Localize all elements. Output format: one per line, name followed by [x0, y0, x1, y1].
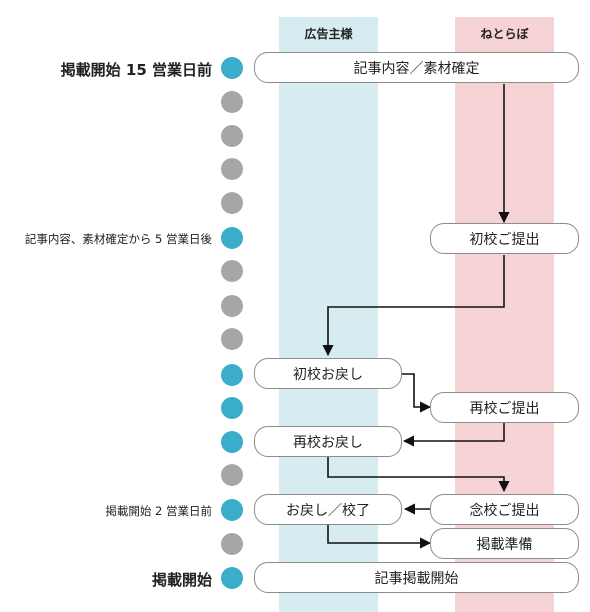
timeline-dot-5 — [221, 192, 243, 214]
timeline-dot-14 — [221, 499, 243, 521]
timeline-dot-6 — [221, 227, 243, 249]
timeline-dot-16 — [221, 567, 243, 589]
netorabo-column-header: ねとらぼ — [480, 27, 529, 41]
arrow-first-submit-to-first-return — [322, 255, 505, 357]
arrow-first-return-to-second-submit — [402, 373, 432, 413]
timeline-dot-2 — [221, 91, 243, 113]
timeline-dot-10 — [221, 364, 243, 386]
step-first-return: 初校お戻し — [254, 358, 402, 389]
step-return-final: お戻し／校了 — [254, 494, 402, 525]
timeline-dot-4 — [221, 158, 243, 180]
advertiser-column-header: 広告主様 — [304, 27, 353, 41]
timeline-dot-7 — [221, 260, 243, 282]
step-final-submit: 念校ご提出 — [430, 494, 579, 525]
label-start: 掲載開始 — [151, 571, 212, 589]
step-publish: 記事掲載開始 — [254, 562, 579, 593]
timeline-dot-12 — [221, 431, 243, 453]
timeline-dot-13 — [221, 464, 243, 486]
label-start-minus-2: 掲載開始 2 営業日前 — [105, 504, 212, 518]
step-prepare: 掲載準備 — [430, 528, 579, 559]
timeline-dot-15 — [221, 533, 243, 555]
step-second-submit: 再校ご提出 — [430, 392, 579, 423]
step-first-submit: 初校ご提出 — [430, 223, 579, 254]
timeline-dot-9 — [221, 328, 243, 350]
arrow-second-return-to-final-submit — [327, 457, 510, 493]
arrow-second-submit-to-second-return — [402, 423, 505, 447]
timeline-dot-11 — [221, 397, 243, 419]
step-confirm-content: 記事内容／素材確定 — [254, 52, 579, 83]
timeline-dot-8 — [221, 295, 243, 317]
arrow-return-final-to-prepare — [327, 525, 432, 549]
step-second-return: 再校お戻し — [254, 426, 402, 457]
timeline-dot-3 — [221, 125, 243, 147]
label-confirm-plus-5: 記事内容、素材確定から 5 営業日後 — [24, 232, 212, 246]
timeline-dot-1 — [221, 57, 243, 79]
label-start-minus-15: 掲載開始 15 営業日前 — [60, 61, 212, 79]
